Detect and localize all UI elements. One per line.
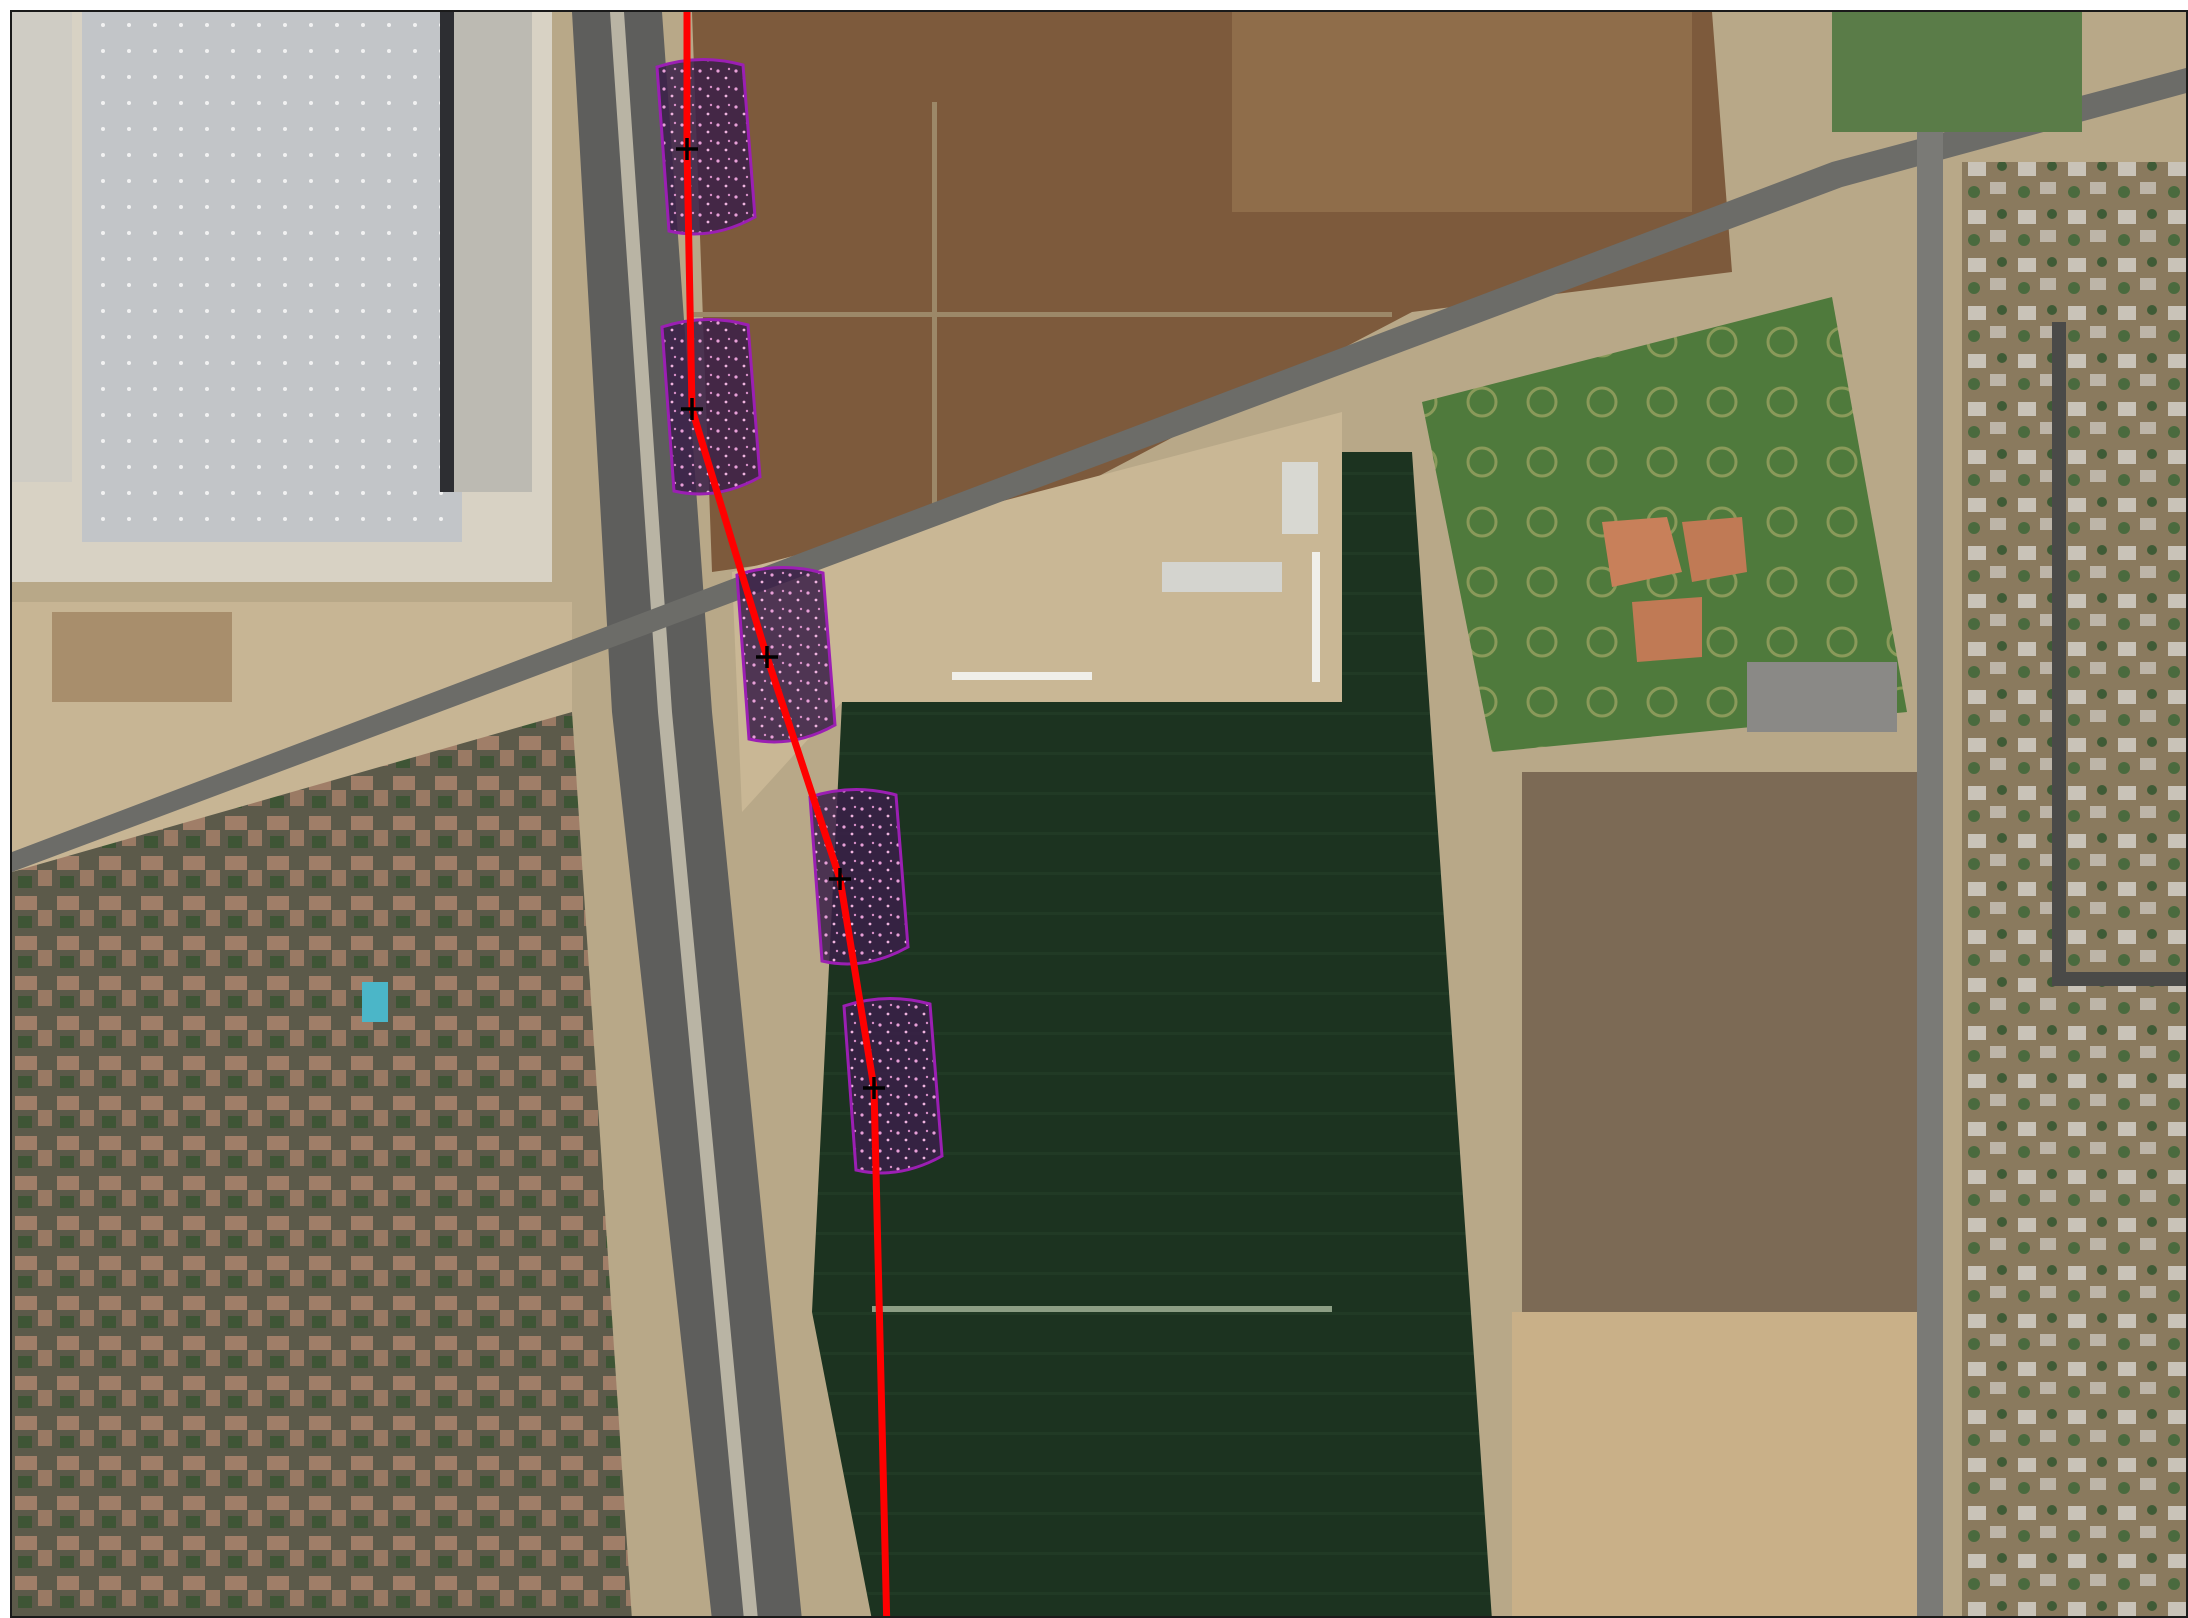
ballfield-1	[1602, 517, 1682, 587]
yard-building-1	[1162, 562, 1282, 592]
inspection-zone-1[interactable]	[655, 58, 757, 236]
inspection-zone-4[interactable]	[808, 788, 910, 966]
field-divider	[872, 1306, 1332, 1312]
orchard-lot	[1232, 12, 1692, 212]
ballfield-3	[1632, 597, 1702, 662]
inspection-zone-3[interactable]	[735, 566, 837, 744]
suburb-west	[12, 712, 632, 1616]
crosshair-marker-icon[interactable]	[756, 646, 778, 668]
plot-line-2	[692, 312, 1392, 317]
bare-dirt-south	[1512, 1312, 1932, 1616]
warehouse-parking	[12, 12, 72, 482]
pool	[362, 982, 388, 1022]
warehouse-roof	[82, 12, 462, 542]
route-waypoints	[676, 138, 885, 1099]
east-street	[2052, 322, 2066, 982]
warehouse-dark-edge	[440, 12, 454, 492]
crosshair-marker-icon[interactable]	[863, 1077, 885, 1099]
north-residential	[1832, 12, 2082, 132]
ballfield-2	[1682, 517, 1747, 582]
arterial-road	[12, 68, 2186, 872]
crosshair-marker-icon[interactable]	[829, 868, 851, 890]
satellite-map[interactable]	[12, 12, 2188, 1618]
east-cross-street	[2052, 972, 2186, 986]
dirt-pit	[52, 612, 232, 702]
plot-line-1	[932, 102, 937, 562]
inspection-zone-5[interactable]	[842, 997, 944, 1175]
yard-building-2	[1282, 462, 1318, 534]
north-avenue	[1917, 12, 1943, 1616]
yard-pipe-2	[1312, 552, 1320, 682]
yard-pipe-1	[952, 672, 1092, 680]
park-parking	[1747, 662, 1897, 732]
plowed-field	[1522, 772, 1922, 1312]
map-frame	[10, 10, 2188, 1618]
green-field	[812, 452, 1492, 1616]
freeway	[572, 12, 802, 1616]
crosshair-marker-icon[interactable]	[681, 398, 703, 420]
crosshair-marker-icon[interactable]	[676, 138, 698, 160]
industrial-yard	[732, 412, 1342, 812]
suburb-east	[1962, 162, 2186, 1616]
warehouse-dock	[452, 12, 532, 492]
freeway-median	[610, 12, 758, 1616]
